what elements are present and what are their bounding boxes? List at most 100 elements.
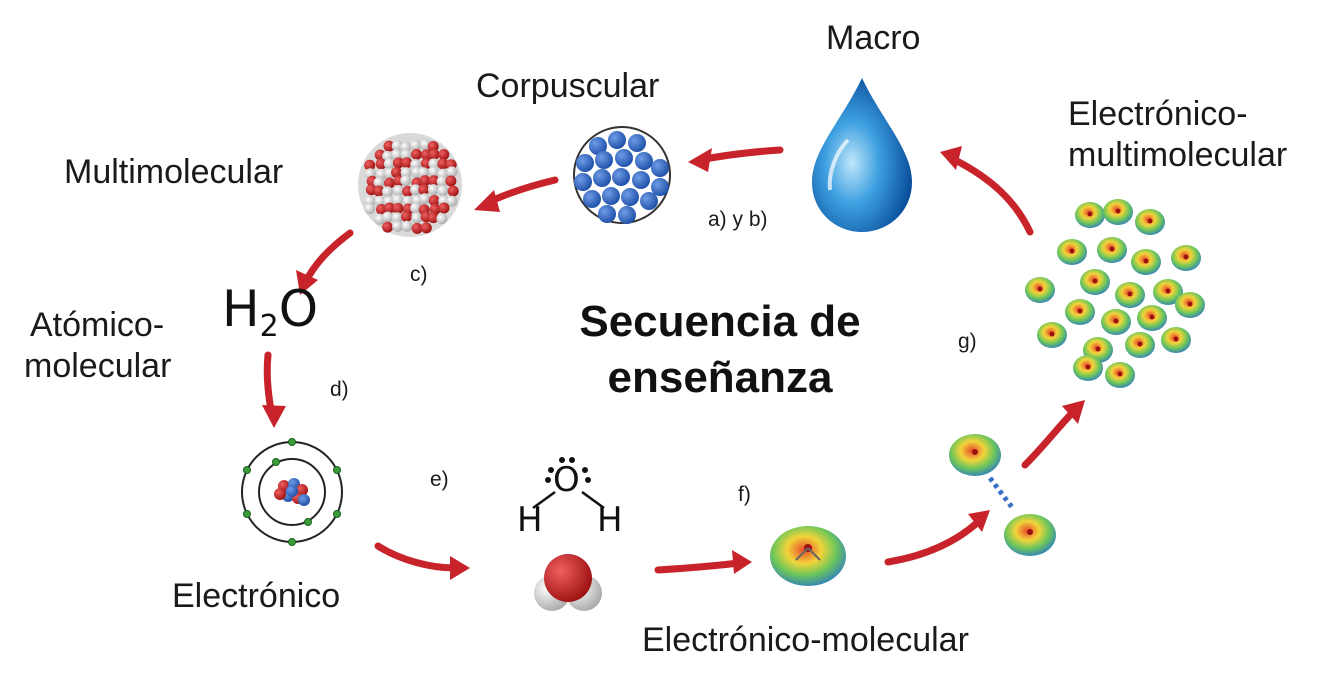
esp-cluster-oxygen (1187, 301, 1193, 307)
multimolecular-atom (427, 212, 439, 224)
label-atomico-molecular-line1: Atómico- (30, 306, 165, 344)
label-electronico-multimolecular-line2: multimolecular (1068, 136, 1288, 174)
label-multimolecular: Multimolecular (64, 153, 284, 191)
multimolecular-atom (428, 166, 440, 178)
arrowhead-electronico (262, 405, 286, 428)
multimolecular-atom (419, 193, 431, 205)
lewis-oxygen: O (553, 460, 580, 500)
multimolecular-atom (428, 175, 440, 187)
multimolecular-atom (391, 166, 403, 178)
multimolecular-atom (401, 157, 413, 169)
label-atomico-molecular-line2: molecular (24, 347, 172, 385)
multimolecular-atom (436, 213, 448, 225)
multimolecular-atom (391, 140, 403, 152)
step-e: e) (430, 468, 449, 491)
multimolecular-atom (446, 166, 458, 178)
multimolecular-atom (445, 175, 457, 187)
multimolecular-atom (419, 175, 431, 187)
multimolecular-atom (384, 202, 396, 214)
esp-cluster-oxygen (1165, 288, 1171, 294)
multimolecular-atom (364, 203, 376, 215)
arrowhead-dimer (968, 510, 990, 532)
multimolecular-atom (437, 185, 449, 197)
esp-cluster-oxygen (1087, 211, 1093, 217)
esp-cluster-oxygen (1173, 336, 1179, 342)
multimolecular-atom (411, 222, 423, 234)
title-line2: enseñanza (607, 353, 833, 402)
multimolecular-atom (373, 177, 385, 189)
esp-cluster-oxygen (1077, 308, 1083, 314)
multimolecular-atom (446, 195, 458, 207)
multimolecular-atom (392, 157, 404, 169)
label-corpuscular: Corpuscular (476, 67, 660, 105)
multimolecular-atom (410, 139, 422, 151)
arrowhead-macro (940, 146, 962, 170)
multimolecular-atom (383, 158, 395, 170)
arrow-electronico-to-lewis (374, 542, 459, 572)
multimolecular-atom (420, 222, 432, 234)
esp-cluster-oxygen (1095, 346, 1101, 352)
arrowhead-lewis (450, 556, 470, 580)
arrowhead-cluster (1062, 400, 1085, 424)
arrow-dimer-to-cluster (1021, 406, 1079, 469)
esp-cluster-oxygen (1085, 364, 1091, 370)
esp-cluster-oxygen (1069, 248, 1075, 254)
multimolecular-atom (400, 167, 412, 179)
multimolecular-atom (410, 202, 422, 214)
multimolecular-atom (375, 168, 387, 180)
arrow-esp-to-dimer (884, 518, 982, 566)
step-d: d) (330, 378, 349, 401)
esp-dimer-icon (949, 434, 1056, 556)
water-drop-icon (812, 78, 912, 232)
arrow-heads (262, 146, 1085, 580)
formula-subscript: 2 (259, 309, 279, 344)
esp-cluster-oxygen (1109, 246, 1115, 252)
multimolecular-atom (392, 202, 404, 214)
multimolecular-atom (375, 158, 387, 170)
step-g: g) (958, 330, 977, 353)
arrowhead-corpuscular (688, 148, 712, 172)
multimolecular-atom (427, 141, 439, 153)
esp-cluster-oxygen (1143, 258, 1149, 264)
arrowhead-electronico-molecular (732, 550, 752, 574)
multimolecular-atom (436, 175, 448, 187)
multimolecular-atom (402, 195, 414, 207)
multimolecular-atom (374, 195, 386, 207)
multimolecular-atom (437, 158, 449, 170)
step-f: f) (738, 483, 751, 506)
multimolecular-atom (411, 212, 423, 224)
esp-cluster-oxygen (1117, 371, 1123, 377)
label-electronico: Electrónico (172, 577, 341, 615)
cycle-arrows (263, 146, 1079, 574)
multimolecular-atom (428, 158, 440, 170)
esp-cluster-oxygen (1049, 331, 1055, 337)
arrow-lewis-to-electronico-molecular (654, 559, 742, 574)
esp-cluster-oxygen (1037, 286, 1043, 292)
lewis-bonds (532, 490, 605, 510)
formula-o: O (278, 280, 319, 338)
multimolecular-atom (447, 185, 459, 197)
esp-cluster-oxygen (1137, 341, 1143, 347)
multimolecular-atom (383, 177, 395, 189)
arrowhead-h2o (296, 270, 318, 295)
label-macro: Macro (826, 19, 921, 57)
multimolecular-cluster-icon (358, 133, 462, 237)
water-molecule-model-icon (534, 554, 602, 611)
formula-h: H (222, 280, 260, 338)
multimolecular-atom (427, 184, 439, 196)
multimolecular-atom (428, 194, 440, 206)
multimolecular-atom (400, 175, 412, 187)
atom-nucleus (274, 478, 310, 506)
esp-molecule-icon (770, 526, 846, 586)
label-electronico-multimolecular-line1: Electrónico- (1068, 95, 1248, 133)
arrowhead-multimolecular (474, 190, 500, 212)
lewis-lone-pairs (545, 457, 591, 483)
atom-model-icon (241, 438, 343, 546)
multimolecular-atom (410, 184, 422, 196)
corpuscular-spheres-icon (573, 126, 671, 224)
multimolecular-atom (392, 220, 404, 232)
multimolecular-atom (382, 211, 394, 223)
esp-cluster-oxygen (1147, 218, 1153, 224)
arrow-multimolecular-to-h2o (301, 229, 354, 287)
